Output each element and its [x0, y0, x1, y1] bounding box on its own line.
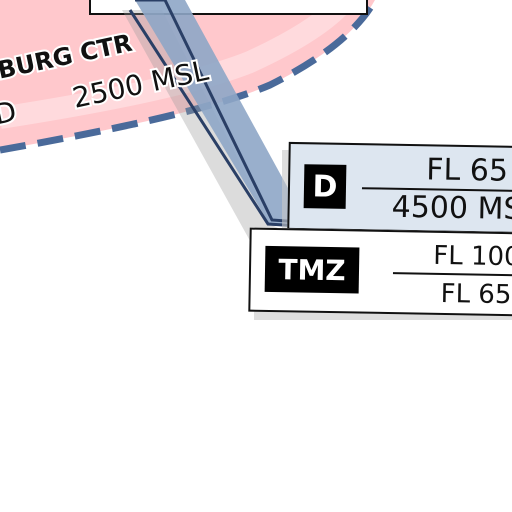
tmz-separator — [392, 272, 512, 277]
tmz-label-box: TMZ FL 100 FL 65 — [248, 227, 512, 317]
class-d-lower-limit: 4500 MS — [391, 189, 512, 227]
tmz-band — [135, 0, 300, 228]
class-d-label-box: D FL 65 4500 MS — [287, 141, 512, 235]
tmz-upper-limit: FL 100 — [433, 240, 512, 273]
tmz-badge: TMZ — [264, 245, 360, 294]
class-d-upper-limit: FL 65 — [426, 152, 509, 189]
ctr-inner-band — [0, 0, 354, 129]
class-d-badge: D — [303, 164, 347, 209]
ctr-boundary — [0, 0, 379, 154]
tmz-lower-limit: FL 65 — [440, 278, 512, 311]
